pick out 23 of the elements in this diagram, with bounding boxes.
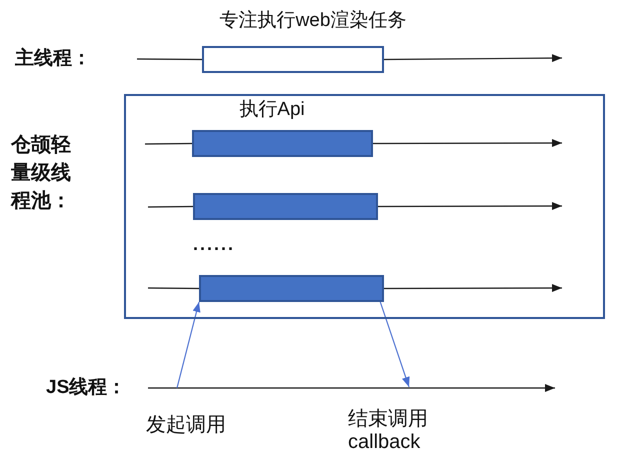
call-label: 发起调用 (146, 413, 227, 437)
call-arrow (380, 302, 410, 388)
task-caption: 专注执行web渲染任务 (218, 9, 408, 33)
call-label: 结束调用 callback (348, 408, 429, 454)
timeline-arrow (384, 284, 562, 292)
timeline-arrow (378, 202, 562, 210)
timeline-line (137, 58, 202, 60)
task-caption: 执行Api (238, 98, 306, 122)
timeline-line (148, 206, 193, 208)
task-bar (193, 193, 378, 220)
timeline-arrow (384, 54, 562, 62)
timeline-line (145, 142, 192, 145)
timeline-line (148, 287, 199, 290)
thread-label: 主线程： (15, 47, 92, 71)
thread-label: 仓颉轻量级线程池： (11, 133, 72, 214)
thread-pool-frame (124, 94, 605, 319)
timeline-arrow (373, 139, 562, 148)
call-arrow (176, 302, 200, 388)
ellipsis-text: ...... (193, 233, 236, 255)
thread-label: JS线程： (46, 376, 128, 400)
task-bar (199, 275, 384, 302)
task-bar (192, 130, 373, 157)
task-box (202, 46, 384, 73)
